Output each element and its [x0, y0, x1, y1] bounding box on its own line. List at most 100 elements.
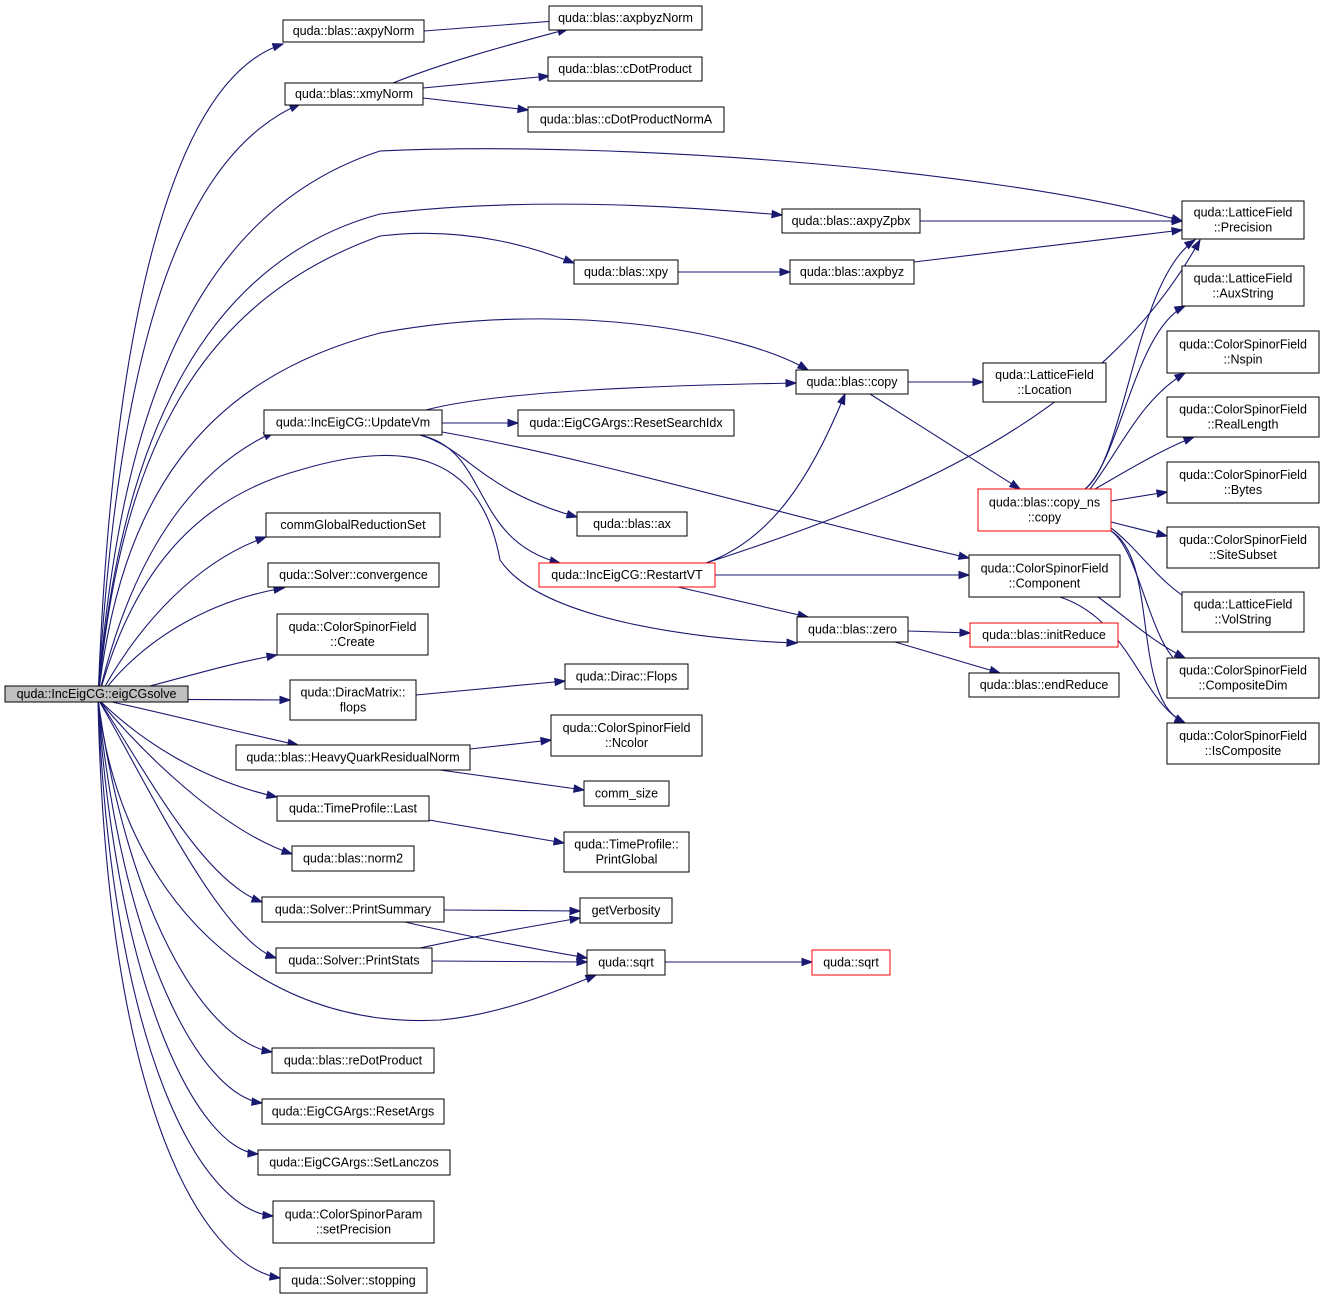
node-compositeDim[interactable]: quda::ColorSpinorField::CompositeDim — [1166, 657, 1320, 699]
node-auxString[interactable]: quda::LatticeField::AuxString — [1181, 265, 1305, 307]
node-box — [1166, 461, 1320, 504]
node-initReduce[interactable]: quda::blas::initReduce — [969, 622, 1119, 648]
node-reDotProduct[interactable]: quda::blas::reDotProduct — [271, 1047, 435, 1074]
node-axpyZpbx[interactable]: quda::blas::axpyZpbx — [781, 208, 921, 234]
node-axpbyzNorm[interactable]: quda::blas::axpbyzNorm — [548, 5, 703, 31]
node-cDotProductNormA[interactable]: quda::blas::cDotProductNormA — [527, 106, 725, 133]
node-location[interactable]: quda::LatticeField::Location — [982, 362, 1107, 403]
edge-restartVT-to-copy — [705, 392, 846, 564]
edge-arrowhead — [1182, 436, 1196, 445]
edge-updateVm-to-resetSearchIdx — [442, 418, 520, 428]
node-sqrt[interactable]: quda::sqrt — [586, 949, 666, 976]
node-box — [527, 106, 725, 133]
node-endReduce[interactable]: quda::blas::endReduce — [968, 672, 1120, 698]
node-label: quda::sqrt — [598, 956, 654, 970]
node-printGlobal[interactable]: quda::TimeProfile::PrintGlobal — [563, 831, 690, 873]
node-box — [586, 949, 666, 976]
node-box — [267, 562, 440, 588]
node-axpbyz[interactable]: quda::blas::axpbyz — [789, 259, 915, 285]
node-bytes[interactable]: quda::ColorSpinorField::Bytes — [1166, 461, 1320, 504]
node-label: quda::Solver::PrintStats — [288, 954, 419, 968]
node-box — [261, 1098, 445, 1125]
node-label: ::Create — [330, 635, 375, 649]
edge-arrowhead — [1008, 479, 1022, 490]
node-siteSubset[interactable]: quda::ColorSpinorField::SiteSubset — [1166, 526, 1320, 569]
node-resetSearchIdx[interactable]: quda::EigCGArgs::ResetSearchIdx — [517, 409, 735, 437]
node-commSize[interactable]: comm_size — [583, 780, 670, 807]
node-box — [982, 362, 1107, 403]
node-copy[interactable]: quda::blas::copy — [795, 369, 909, 395]
node-label: quda::blas::xmyNorm — [295, 87, 413, 101]
node-getVerbosity[interactable]: getVerbosity — [579, 897, 673, 924]
node-label: quda::EigCGArgs::ResetArgs — [272, 1105, 435, 1119]
node-ncolor[interactable]: quda::ColorSpinorField::Ncolor — [550, 714, 703, 757]
node-box — [272, 1200, 435, 1244]
node-label: getVerbosity — [592, 904, 662, 918]
call-graph-nodes: quda::IncEigCG::eigCGsolve quda::blas::ax… — [4, 5, 1320, 1294]
node-nspin[interactable]: quda::ColorSpinorField::Nspin — [1166, 330, 1320, 374]
edge-copy-to-copyNs — [869, 393, 1022, 490]
node-label: quda::blas::ax — [593, 517, 672, 531]
node-norm2[interactable]: quda::blas::norm2 — [291, 845, 415, 872]
node-realLength[interactable]: quda::ColorSpinorField::RealLength — [1166, 396, 1320, 438]
edge-arrowhead — [958, 570, 971, 580]
node-precision[interactable]: quda::LatticeField::Precision — [1181, 200, 1305, 240]
node-updateVm[interactable]: quda::IncEigCG::UpdateVm — [263, 409, 443, 436]
node-xmyNorm[interactable]: quda::blas::xmyNorm — [284, 82, 424, 106]
node-label: comm_size — [595, 787, 658, 801]
node-root[interactable]: quda::IncEigCG::eigCGsolve — [4, 685, 189, 703]
edge-root-to-resetArgs — [97, 698, 264, 1106]
node-timeLast[interactable]: quda::TimeProfile::Last — [276, 795, 430, 822]
edge-arrowhead — [972, 377, 985, 387]
node-heavyQuark[interactable]: quda::blas::HeavyQuarkResidualNorm — [235, 744, 471, 771]
node-cDotProduct[interactable]: quda::blas::cDotProduct — [547, 56, 703, 82]
node-diracFlops[interactable]: quda::Dirac::Flops — [564, 663, 689, 690]
node-label: quda::EigCGArgs::ResetSearchIdx — [529, 416, 723, 430]
node-volString[interactable]: quda::LatticeField::VolString — [1181, 591, 1305, 633]
node-label: quda::IncEigCG::RestartVT — [551, 568, 703, 582]
edge-arrowhead — [837, 392, 846, 406]
edge-arrowhead — [1155, 489, 1169, 498]
node-sqrtRed[interactable]: quda::sqrt — [811, 949, 891, 976]
edge-copyNs-to-nspin — [1089, 372, 1187, 490]
node-create[interactable]: quda::ColorSpinorField::Create — [276, 613, 429, 656]
edge-arrowhead — [957, 551, 971, 560]
node-box — [789, 259, 915, 285]
node-diracMatrixFlops[interactable]: quda::DiracMatrix::flops — [289, 679, 417, 721]
node-printSummary[interactable]: quda::Solver::PrintSummary — [261, 896, 445, 923]
edge-arrowhead — [573, 784, 586, 793]
edge-arrowhead — [785, 378, 798, 388]
node-box — [271, 1047, 435, 1074]
node-box — [576, 511, 688, 537]
edge-arrowhead — [1173, 372, 1187, 383]
node-box — [564, 663, 689, 690]
node-printStats[interactable]: quda::Solver::PrintStats — [275, 947, 433, 974]
node-label: quda::Dirac::Flops — [576, 670, 677, 684]
node-setPrecision[interactable]: quda::ColorSpinorParam::setPrecision — [272, 1200, 435, 1244]
node-label: quda::IncEigCG::eigCGsolve — [17, 687, 177, 701]
node-setLanczos[interactable]: quda::EigCGArgs::SetLanczos — [257, 1149, 451, 1176]
edge-arrowhead — [1155, 529, 1169, 538]
node-commGlobalReductionSet[interactable]: commGlobalReductionSet — [265, 512, 441, 538]
node-ax[interactable]: quda::blas::ax — [576, 511, 688, 537]
node-convergence[interactable]: quda::Solver::convergence — [267, 562, 440, 588]
edge-arrowhead — [552, 836, 566, 846]
node-component[interactable]: quda::ColorSpinorField::Component — [968, 554, 1121, 598]
node-box — [583, 780, 670, 807]
edge-root-to-setPrecision — [97, 698, 275, 1220]
node-box — [261, 896, 445, 923]
edge-arrowhead — [575, 951, 589, 961]
call-edges — [97, 16, 1201, 1281]
node-resetArgs[interactable]: quda::EigCGArgs::ResetArgs — [261, 1098, 445, 1125]
node-zero[interactable]: quda::blas::zero — [796, 616, 909, 643]
node-restartVT[interactable]: quda::IncEigCG::RestartVT — [538, 562, 716, 588]
edge-arrowhead — [271, 43, 285, 52]
edge-arrowhead — [268, 1272, 282, 1281]
node-copyNs[interactable]: quda::blas::copy_ns::copy — [977, 488, 1112, 532]
edge-arrowhead — [779, 267, 792, 277]
node-xpy[interactable]: quda::blas::xpy — [573, 259, 679, 285]
node-label: ::Bytes — [1224, 483, 1262, 497]
node-stopping[interactable]: quda::Solver::stopping — [279, 1267, 428, 1294]
node-axpyNorm[interactable]: quda::blas::axpyNorm — [282, 19, 425, 43]
node-isComposite[interactable]: quda::ColorSpinorField::IsComposite — [1166, 722, 1320, 765]
